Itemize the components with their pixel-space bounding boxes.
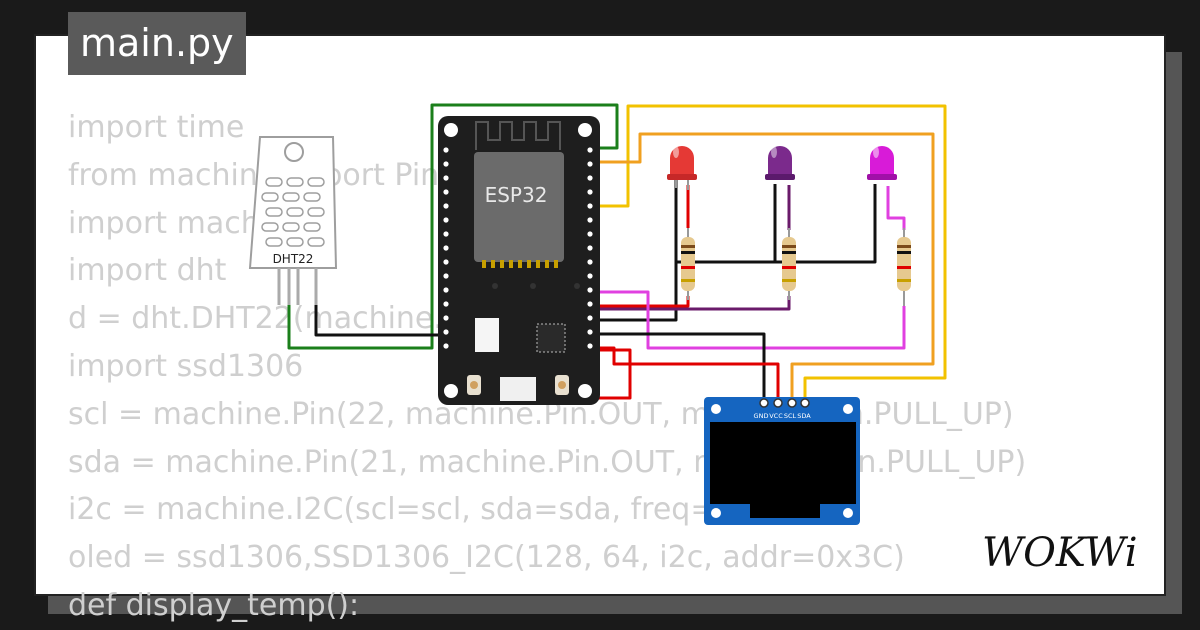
wire-magenta-led xyxy=(886,186,906,230)
dht22-label: DHT22 xyxy=(273,252,314,266)
wire-black-bus xyxy=(596,262,678,322)
wire-yellow xyxy=(596,104,947,405)
oled-pin-scl: SCL xyxy=(784,412,797,420)
led-magenta xyxy=(867,146,897,180)
oled-pin-gnd: GND xyxy=(754,412,769,420)
wire-red-oled xyxy=(596,346,780,405)
code-line: oled = ssd1306,SSD1306_I2C(128, 64, i2c,… xyxy=(68,540,905,576)
dht22-sensor: DHT22 xyxy=(248,136,338,305)
oled-pin-vcc: VCC xyxy=(769,412,783,420)
wire-red-resistor xyxy=(596,296,690,308)
oled-display: GND VCC SCL SDA xyxy=(704,397,860,525)
wokwi-logo-text: WOKWi xyxy=(982,530,1138,576)
wire-purple-resistor xyxy=(596,296,791,311)
resistor-3 xyxy=(897,228,911,306)
esp32-board: ESP32 xyxy=(438,116,600,405)
resistor-2 xyxy=(782,228,796,300)
resistor-1 xyxy=(681,228,695,300)
filename-tab[interactable]: main.py xyxy=(68,12,246,75)
wokwi-logo[interactable]: WOKWi xyxy=(980,528,1148,576)
wire-magenta-resistor xyxy=(596,290,906,350)
code-line: def display_temp(): xyxy=(68,587,360,623)
esp32-label: ESP32 xyxy=(485,183,548,207)
wire-black-dht xyxy=(314,305,445,337)
wire-black-oled xyxy=(596,332,766,405)
wire-orange xyxy=(596,132,935,405)
code-line: import dht xyxy=(68,253,227,289)
led-purple xyxy=(765,146,795,180)
led-red xyxy=(667,146,697,190)
code-line: import ssd1306 xyxy=(68,348,304,384)
wire-green xyxy=(287,103,619,350)
oled-pin-sda: SDA xyxy=(797,412,811,420)
code-line: import time xyxy=(68,110,245,145)
